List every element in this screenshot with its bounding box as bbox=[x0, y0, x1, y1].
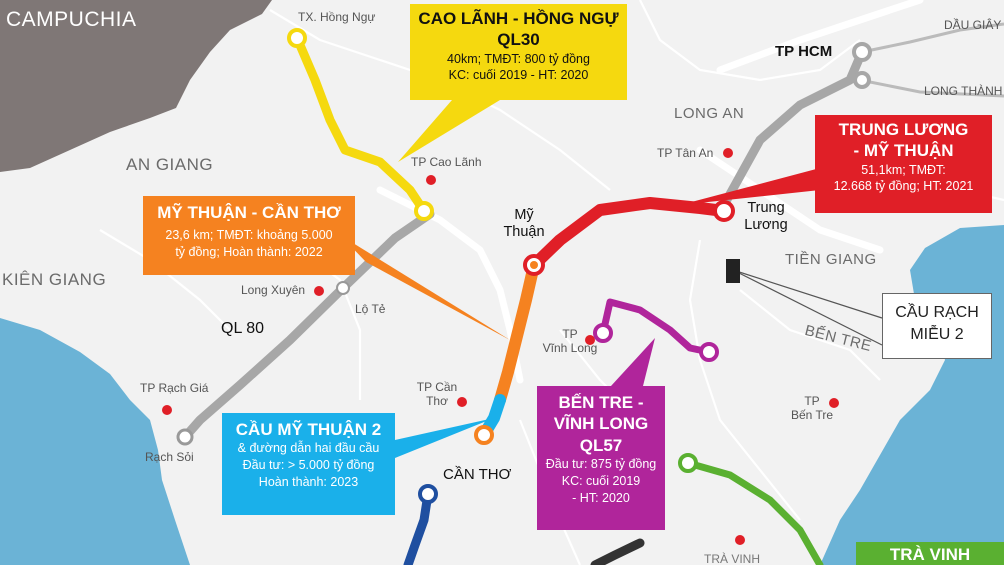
route-nodes bbox=[176, 28, 872, 504]
info-box-tra-vinh: TRÀ VINH bbox=[856, 542, 1004, 565]
callout-rach-mieu bbox=[732, 269, 883, 346]
box-yellow-title-2: QL30 bbox=[497, 30, 540, 50]
city-dots bbox=[162, 148, 839, 545]
box-blue-line-2: Đầu tư: > 5.000 tỷ đồng bbox=[242, 458, 375, 473]
route-dark-bottom bbox=[590, 538, 645, 565]
place-hong-ngu: TX. Hồng Ngự bbox=[298, 10, 376, 24]
place-ben-tre-city-line2: Bến Tre bbox=[790, 407, 834, 422]
info-box-my-thuan-can-tho: MỸ THUẬN - CẦN THƠ 23,6 km; TMĐT: khoảng… bbox=[143, 196, 355, 275]
route-tra-vinh bbox=[684, 459, 824, 565]
place-trung-luong-line1: Trung bbox=[747, 200, 785, 216]
route-trung-luong-my-thuan bbox=[528, 197, 730, 271]
box-red-title-2: - MỸ THUẬN bbox=[853, 141, 954, 161]
place-my-thuan: Mỹ Thuận bbox=[502, 207, 546, 240]
place-can-tho: CẦN THƠ bbox=[443, 466, 512, 483]
box-blue-line-3: Hoàn thành: 2023 bbox=[258, 475, 359, 489]
place-tphcm: TP HCM bbox=[775, 43, 833, 60]
region-an-giang: AN GIANG bbox=[126, 155, 214, 174]
place-vinh-long-line2: Vĩnh Long bbox=[542, 340, 598, 355]
place-tan-an: TP Tân An bbox=[657, 146, 714, 160]
callout-blue bbox=[395, 418, 494, 458]
route-navy bbox=[403, 489, 433, 565]
place-my-thuan-line1: Mỹ bbox=[514, 207, 534, 223]
box-red-line-2: 12.668 tỷ đồng; HT: 2021 bbox=[833, 179, 974, 194]
box-purple-line-1: Đầu tư: 875 tỷ đồng bbox=[545, 456, 657, 471]
place-rach-gia: TP Rạch Giá bbox=[140, 381, 209, 395]
callout-orange bbox=[340, 235, 510, 340]
box-yellow-line-1: 40km; TMĐT: 800 tỷ đồng bbox=[447, 51, 590, 66]
place-ben-tre-city-line1: TP bbox=[804, 394, 820, 408]
route-ben-tre-vinh-long bbox=[599, 298, 713, 356]
west-sea bbox=[0, 318, 190, 565]
callout-yellow bbox=[398, 100, 500, 162]
box-orange-title-1: MỸ THUẬN - CẦN THƠ bbox=[157, 203, 341, 222]
route-my-thuan-can-tho bbox=[494, 259, 540, 406]
place-my-thuan-line2: Thuận bbox=[503, 223, 545, 240]
place-can-tho-city: TP Cần Thơ bbox=[413, 380, 461, 409]
place-can-tho-city-line1: TP Cần bbox=[416, 380, 458, 394]
box-rach-mieu-line-1: CẦU RẠCH bbox=[895, 304, 979, 321]
box-purple-title-1: BẾN TRE - bbox=[558, 393, 644, 412]
place-can-tho-city-line2: Thơ bbox=[426, 393, 448, 408]
place-tra-vinh-partial: TRÀ VINH bbox=[704, 552, 761, 565]
place-rach-soi: Rạch Sỏi bbox=[145, 450, 194, 464]
box-purple-title-3: QL57 bbox=[579, 435, 623, 455]
info-box-cau-my-thuan-2: CẦU MỸ THUẬN 2 & đường dẫn hai đầu cầu Đ… bbox=[222, 413, 395, 515]
box-blue-title-1: CẦU MỸ THUẬN 2 bbox=[235, 420, 382, 439]
box-blue-line-1: & đường dẫn hai đầu cầu bbox=[237, 441, 380, 456]
info-box-cao-lanh-hong-ngu: CAO LÃNH - HỒNG NGỰ QL30 40km; TMĐT: 800… bbox=[410, 4, 627, 100]
place-long-xuyen: Long Xuyên bbox=[241, 283, 306, 297]
box-purple-title-2: VĨNH LONG bbox=[553, 414, 649, 434]
info-box-trung-luong-my-thuan: TRUNG LƯƠNG - MỸ THUẬN 51,1km; TMĐT: 12.… bbox=[815, 115, 992, 213]
box-purple-line-2: KC: cuối 2019 bbox=[561, 473, 641, 488]
box-rach-mieu-line-2: MIỄU 2 bbox=[910, 325, 964, 343]
box-yellow-line-2: KC: cuối 2019 - HT: 2020 bbox=[448, 68, 589, 83]
info-box-ben-tre-vinh-long: BẾN TRE - VĨNH LONG QL57 Đầu tư: 875 tỷ … bbox=[537, 386, 665, 530]
region-campuchia: CAMPUCHIA bbox=[6, 8, 137, 31]
place-long-thanh: LONG THÀNH bbox=[924, 84, 1003, 98]
bridge-icon bbox=[726, 259, 740, 283]
region-long-an: LONG AN bbox=[674, 105, 745, 122]
box-green-title-1: TRÀ VINH bbox=[889, 545, 971, 564]
place-trung-luong: Trung Lương bbox=[741, 200, 791, 233]
box-orange-line-1: 23,6 km; TMĐT: khoảng 5.000 bbox=[165, 228, 333, 243]
place-lo-te: Lộ Tẻ bbox=[355, 302, 386, 316]
place-cao-lanh: TP Cao Lãnh bbox=[411, 155, 482, 169]
place-trung-luong-line2: Lương bbox=[744, 216, 788, 233]
place-ql80: QL 80 bbox=[221, 320, 264, 337]
route-cao-lanh-hong-ngu bbox=[292, 33, 429, 216]
region-tien-giang: TIỀN GIANG bbox=[785, 251, 877, 268]
box-purple-line-3: - HT: 2020 bbox=[572, 490, 630, 505]
place-dau-giay: DẦU GIÂY bbox=[944, 18, 1002, 32]
info-box-cau-rach-mieu-2: CẦU RẠCH MIỄU 2 bbox=[882, 293, 992, 359]
cambodia-area bbox=[0, 0, 272, 172]
place-ben-tre-city: TP Bến Tre bbox=[790, 394, 834, 423]
callout-purple bbox=[600, 338, 655, 398]
gray-routes bbox=[180, 47, 867, 442]
region-kien-giang: KIÊN GIANG bbox=[2, 270, 107, 289]
place-vinh-long-line1: TP bbox=[562, 327, 578, 341]
callout-red bbox=[680, 168, 820, 205]
box-orange-line-2: tỷ đồng; Hoàn thành: 2022 bbox=[175, 245, 323, 260]
box-yellow-title-1: CAO LÃNH - HỒNG NGỰ bbox=[418, 9, 619, 28]
box-red-title-1: TRUNG LƯƠNG bbox=[838, 120, 969, 139]
place-vinh-long: TP Vĩnh Long bbox=[538, 327, 602, 356]
box-red-line-1: 51,1km; TMĐT: bbox=[861, 162, 946, 177]
